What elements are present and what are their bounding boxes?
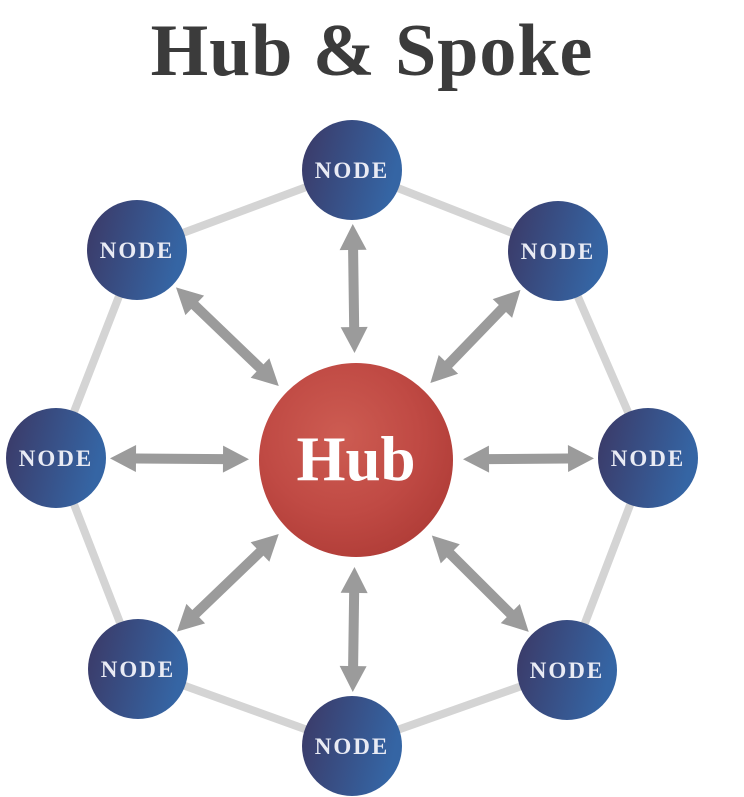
node-right: NODE xyxy=(598,408,698,508)
arrow-hub-bottom-right xyxy=(431,535,529,632)
arrow-hub-bottom-left xyxy=(176,534,279,632)
node-label-top: NODE xyxy=(315,158,389,183)
arrow-hub-right xyxy=(462,445,595,473)
node-label-bottom: NODE xyxy=(315,734,389,759)
hub-group: Hub xyxy=(259,363,453,557)
node-circle-bottom-right xyxy=(517,620,617,720)
arrow-hub-top xyxy=(339,223,368,354)
nodes-layer: NODE NODE NODE NODE NODE NODE NODE NODE xyxy=(6,120,698,796)
node-circle-bottom xyxy=(302,696,402,796)
node-circle-right xyxy=(598,408,698,508)
node-top-right: NODE xyxy=(508,201,608,301)
node-bottom-right: NODE xyxy=(517,620,617,720)
node-label-top-right: NODE xyxy=(521,239,595,264)
node-top: NODE xyxy=(302,120,402,220)
node-circle-left xyxy=(6,408,106,508)
arrows-layer xyxy=(109,223,595,693)
diagram-title: Hub & Spoke xyxy=(150,10,594,92)
node-top-left: NODE xyxy=(87,200,187,300)
node-label-bottom-right: NODE xyxy=(530,658,604,683)
node-circle-top xyxy=(302,120,402,220)
node-label-top-left: NODE xyxy=(100,238,174,263)
node-label-left: NODE xyxy=(19,446,93,471)
node-circle-bottom-left xyxy=(88,619,188,719)
hub-label: Hub xyxy=(296,424,415,494)
arrow-hub-left xyxy=(109,445,250,473)
node-left: NODE xyxy=(6,408,106,508)
hub-circle xyxy=(259,363,453,557)
arrow-hub-top-right xyxy=(430,289,521,384)
arrow-hub-top-left xyxy=(175,287,279,386)
node-bottom-left: NODE xyxy=(88,619,188,719)
arrow-hub-bottom xyxy=(339,566,368,693)
node-circle-top-right xyxy=(508,201,608,301)
node-bottom: NODE xyxy=(302,696,402,796)
node-label-bottom-left: NODE xyxy=(101,657,175,682)
node-label-right: NODE xyxy=(611,446,685,471)
node-circle-top-left xyxy=(87,200,187,300)
